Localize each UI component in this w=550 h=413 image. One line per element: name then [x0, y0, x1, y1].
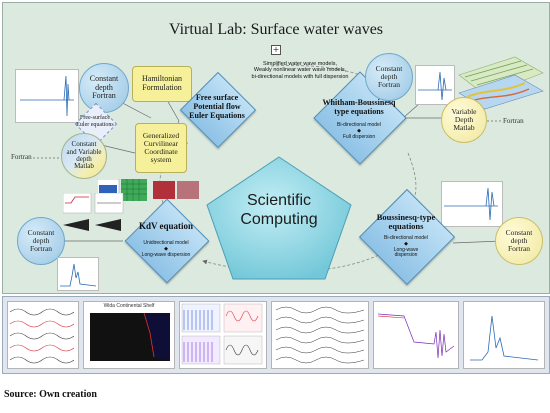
free-surface-small-line1: Free-surface — [80, 115, 110, 121]
circle-vr-line3: Matlab — [453, 122, 475, 132]
boussinesq-sub3: dispersion — [394, 252, 418, 259]
circle-kl-line1: Constant — [27, 228, 55, 238]
circle-ml-line3: depth — [76, 155, 92, 163]
circle-br-line2: depth — [510, 236, 528, 246]
boussinesq-line1: Boussinesq-type — [376, 212, 436, 222]
circle-ml-line4: Matlab — [74, 162, 94, 171]
note-line2: Weakly nonlinear water wave models, — [253, 67, 347, 74]
note-line3: bi-directional models with full dispersi… — [251, 73, 349, 80]
plot-3d-surface — [455, 53, 545, 111]
thumb-shelf-title: Wida Continental Shelf — [103, 303, 155, 309]
expand-icon[interactable]: + — [271, 45, 281, 55]
circle-kl-line2: depth — [32, 236, 50, 246]
center-line2: Computing — [240, 211, 318, 229]
thumb-spectra-grid — [179, 301, 267, 369]
plot-kdv-thumbs — [63, 193, 125, 251]
circle-tl-line2: depth — [95, 82, 113, 92]
boussinesq-line2: equations — [388, 221, 424, 232]
circle-tr-line1: Constant — [375, 64, 403, 74]
circle-br-line3: Fortran — [507, 243, 531, 253]
free-surface-small-line2: Euler equations — [76, 121, 114, 128]
free-surface-line1: Free surface — [195, 93, 239, 102]
plot-whitham-top — [415, 65, 455, 105]
plot-kdv-spectrum — [57, 257, 99, 291]
page-title: Virtual Lab: Surface water waves — [168, 21, 384, 38]
circle-vr-line1: Variable — [451, 107, 477, 117]
circle-ml-line2: and Variable — [66, 147, 102, 156]
note-line1: Simplified water wave models, — [263, 61, 337, 67]
circle-vr-line2: Depth — [454, 115, 474, 125]
thumb-stacked-series — [271, 301, 369, 369]
thumb-peak-spectrum — [463, 301, 545, 369]
circle-ml-line1: Constant — [71, 140, 97, 149]
thumb-waveforms — [7, 301, 79, 369]
kdv-sub1: Unidirectional model — [143, 240, 189, 246]
boussinesq-sub2: Long-wave — [393, 246, 419, 253]
plot-bathymetry-thumbs — [97, 179, 205, 205]
generalized-line2: Curvilinear — [143, 138, 179, 148]
fortran-label-right: Fortran — [503, 117, 524, 125]
free-surface-line2: Potential flow — [193, 101, 241, 111]
hamiltonian-line1: Hamiltonian — [142, 74, 182, 84]
plot-boussinesq — [441, 181, 503, 227]
generalized-line1: Generalized — [142, 130, 180, 140]
circle-tr-line3: Fortran — [377, 79, 401, 89]
circle-br-line1: Constant — [505, 228, 533, 238]
center-line1: Scientific — [246, 192, 312, 209]
circle-kl-line3: Fortran — [29, 243, 53, 253]
plot-constant-depth-tl — [15, 69, 79, 123]
generalized-line4: system — [150, 155, 172, 165]
hamiltonian-line2: Formulation — [142, 83, 182, 92]
fortran-label-left: Fortran — [11, 153, 32, 161]
kdv-line1: KdV equation — [138, 221, 194, 231]
circle-tr-line2: depth — [380, 72, 398, 82]
circle-tl-line1: Constant — [89, 74, 119, 84]
thumb-decay-signal — [373, 301, 459, 369]
results-thumbnail-strip: Wida Continental Shelf — [2, 296, 550, 374]
concept-map-panel: Virtual Lab: Surface water waves + — [2, 2, 550, 294]
whitham-line2: type equations — [334, 106, 384, 116]
whitham-sub2: Full dispersion — [342, 133, 376, 140]
model-note: Simplified water wave models,Weakly nonl… — [225, 61, 375, 80]
whitham-sub1: Bi-directional model — [337, 122, 381, 128]
kdv-equation-diamond[interactable]: KdV equation Unidirectional model◆Long-w… — [124, 198, 210, 284]
generalized-line3: Coordinate — [144, 147, 178, 156]
kdv-sub2: Long-wave dispersion — [141, 251, 191, 258]
thumb-continental-shelf: Wida Continental Shelf — [83, 301, 175, 369]
boussinesq-sub1: Bi-directional model — [384, 235, 428, 241]
circle-tl-line3: Fortran — [92, 91, 116, 101]
whitham-line1: Whitham-Boussinesq — [322, 98, 396, 107]
free-surface-line3: Euler Equations — [189, 110, 245, 120]
source-caption: Source: Own creation — [4, 389, 97, 400]
